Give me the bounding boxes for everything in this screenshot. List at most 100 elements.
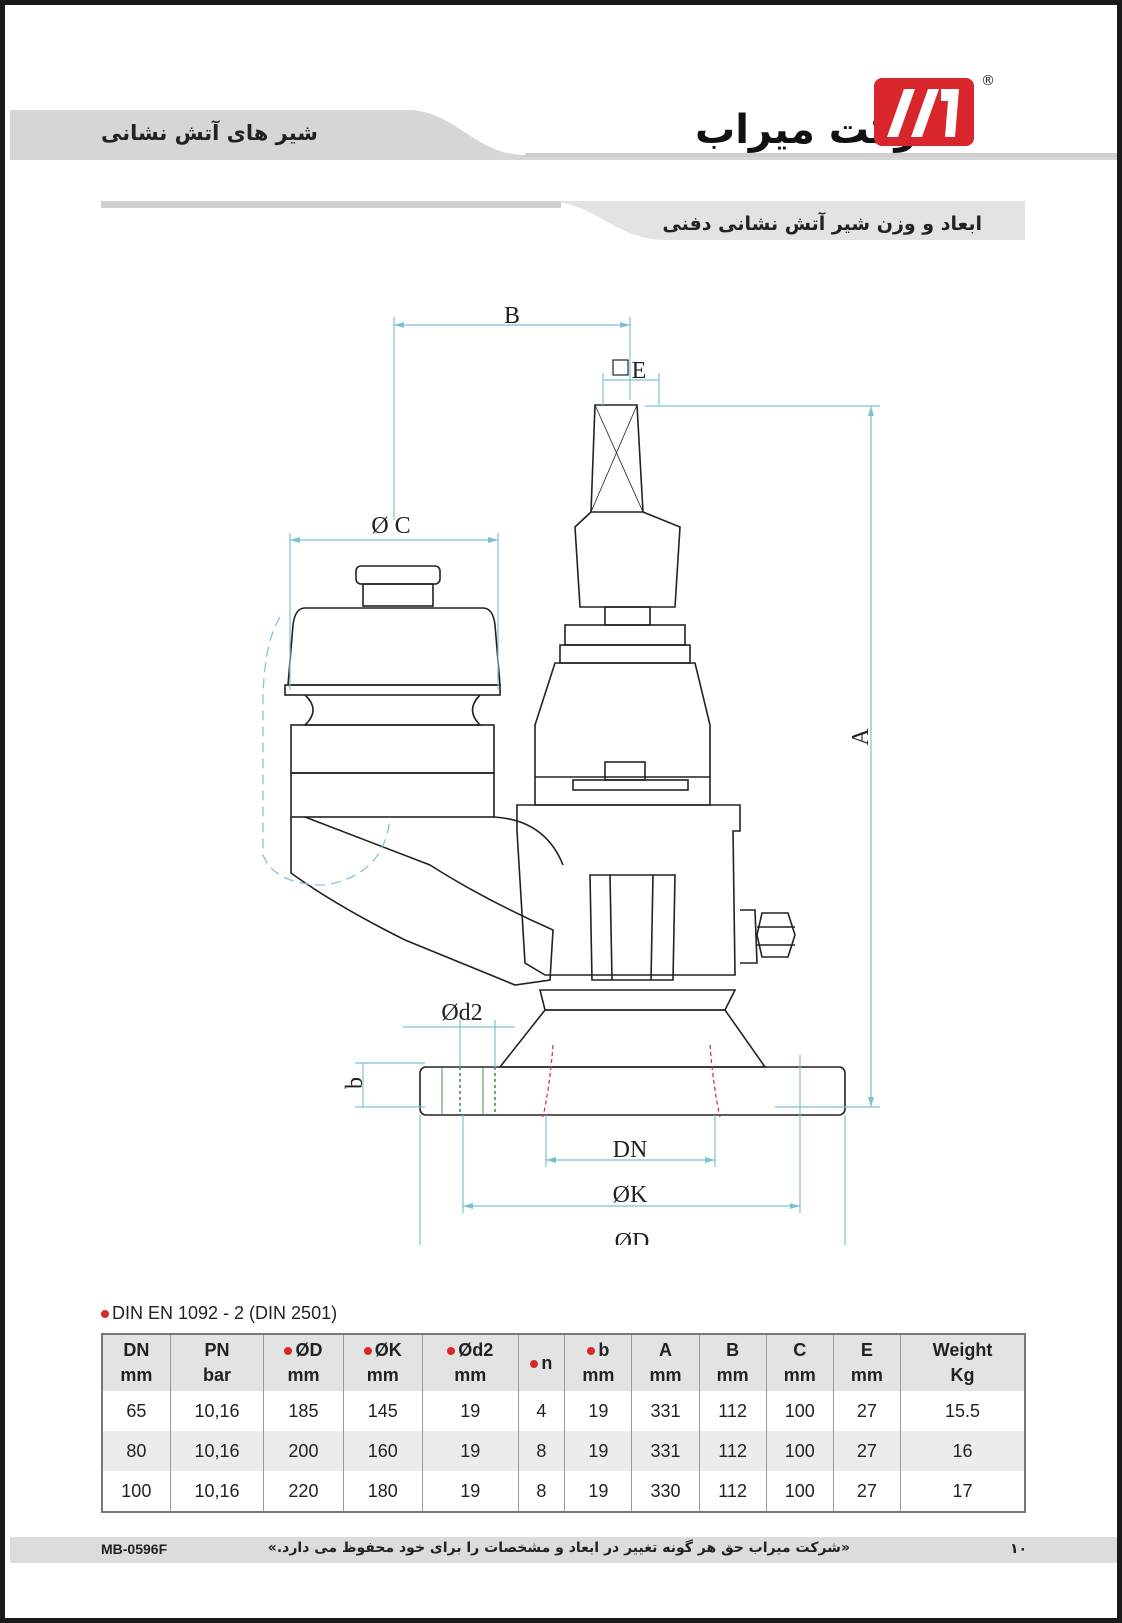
column-unit: mm bbox=[716, 1365, 749, 1385]
dim-label-B: B bbox=[504, 303, 520, 329]
bullet-icon bbox=[363, 1347, 372, 1355]
table-cell: 100 bbox=[121, 1480, 152, 1501]
column-name: n bbox=[541, 1352, 553, 1373]
table-cell: 19 bbox=[421, 1471, 519, 1512]
table-cell: 27 bbox=[832, 1471, 901, 1512]
table-cell: 100 bbox=[765, 1471, 834, 1512]
document-code: MB-0596F bbox=[101, 1541, 168, 1557]
table-cell: 10,16 bbox=[169, 1431, 264, 1471]
table-cell: 80 bbox=[102, 1431, 171, 1471]
table-cell: 15.5 bbox=[900, 1391, 1025, 1431]
company-logo bbox=[874, 78, 974, 146]
dim-label-DN: DN bbox=[613, 1137, 648, 1163]
column-unit: mm bbox=[649, 1365, 682, 1385]
page-number: ۱۰ bbox=[1010, 1541, 1028, 1557]
table-cell: 160 bbox=[342, 1431, 423, 1471]
table-header-cell: PN bar bbox=[169, 1334, 264, 1391]
column-unit: mm bbox=[366, 1365, 399, 1385]
table-cell: 10,16 bbox=[169, 1471, 264, 1512]
column-unit: bar bbox=[202, 1365, 231, 1385]
footer-band bbox=[10, 1537, 1117, 1563]
table-cell: 16 bbox=[900, 1431, 1025, 1471]
header-band bbox=[10, 110, 1117, 160]
table-cell: 331 bbox=[631, 1391, 700, 1431]
bullet-icon bbox=[101, 1310, 109, 1318]
column-name: PN bbox=[204, 1340, 230, 1360]
section-band bbox=[101, 201, 1025, 240]
table-cell: 65 bbox=[126, 1400, 147, 1421]
column-unit: mm bbox=[850, 1365, 883, 1385]
bullet-icon bbox=[587, 1347, 596, 1355]
bullet-icon bbox=[447, 1347, 456, 1355]
outlet-cap bbox=[287, 607, 501, 686]
bullet-icon bbox=[530, 1359, 539, 1368]
table-cell: 10,16 bbox=[169, 1391, 264, 1431]
column-name: B bbox=[726, 1340, 740, 1360]
table-cell: 200 bbox=[263, 1431, 344, 1471]
footer-note: «شرکت میراب حق هر گونه تغییر در ابعاد و … bbox=[267, 1540, 850, 1556]
table-cell: 19 bbox=[421, 1431, 519, 1471]
header-title: شیر های آتش نشانی bbox=[101, 121, 318, 145]
table-header-cell: n bbox=[517, 1334, 565, 1391]
column-name: ØK bbox=[374, 1340, 402, 1360]
table-header-cell: b mm bbox=[564, 1334, 632, 1391]
table-header-cell: ØD mm bbox=[263, 1334, 344, 1391]
table-cell: 145 bbox=[342, 1391, 423, 1431]
column-unit: mm bbox=[287, 1365, 320, 1385]
bullet-icon bbox=[284, 1347, 293, 1355]
valve-body bbox=[516, 804, 741, 976]
table-cell: 220 bbox=[263, 1471, 344, 1512]
base-flange bbox=[419, 1066, 846, 1116]
table-cell: 19 bbox=[564, 1391, 632, 1431]
stem-square bbox=[590, 404, 644, 513]
table-cell: 185 bbox=[263, 1391, 344, 1431]
table-cell: 8 bbox=[517, 1431, 565, 1471]
column-name: ØD bbox=[295, 1340, 323, 1360]
dim-label-D: ØD bbox=[615, 1229, 650, 1245]
table-header-cell: ØK mm bbox=[342, 1334, 423, 1391]
page: شیر های آتش نشانی شرکت میراب ® ابعاد و و… bbox=[5, 5, 1117, 1618]
column-name: Weight bbox=[932, 1340, 993, 1360]
table-cell: 19 bbox=[564, 1431, 632, 1471]
registered-mark: ® bbox=[981, 73, 995, 89]
table-cell: 19 bbox=[564, 1471, 632, 1512]
column-name: C bbox=[793, 1340, 807, 1360]
dim-label-A: A bbox=[848, 728, 874, 746]
valve-drawing: B E Ø C A Ød2 b DN ØK ØD bbox=[262, 303, 880, 1245]
table-cell: 27 bbox=[832, 1391, 901, 1431]
table-cell: 180 bbox=[342, 1471, 423, 1512]
dim-label-C: Ø C bbox=[371, 513, 410, 539]
table-cell: 17 bbox=[900, 1471, 1025, 1512]
side-nut bbox=[756, 912, 796, 958]
standard-note: DIN EN 1092 - 2 (DIN 2501) bbox=[101, 1303, 337, 1324]
dim-label-E: E bbox=[632, 358, 647, 384]
base-cone bbox=[498, 1009, 767, 1068]
table-cell: 100 bbox=[765, 1431, 834, 1471]
dim-label-K: ØK bbox=[613, 1182, 648, 1208]
column-unit: mm bbox=[582, 1365, 615, 1385]
dim-label-b: b bbox=[342, 1077, 368, 1089]
table-cell: 27 bbox=[832, 1431, 901, 1471]
section-title: ابعاد و وزن شیر آتش نشانی دفنی bbox=[662, 213, 982, 235]
table-cell: 330 bbox=[631, 1471, 700, 1512]
column-name: b bbox=[598, 1340, 610, 1360]
outlet-elbow bbox=[290, 816, 554, 986]
cap-knob bbox=[355, 565, 441, 585]
table-cell: 4 bbox=[517, 1391, 565, 1431]
dim-label-d2: Ød2 bbox=[441, 1000, 482, 1026]
bonnet bbox=[534, 662, 711, 806]
column-name: DN bbox=[123, 1340, 150, 1360]
